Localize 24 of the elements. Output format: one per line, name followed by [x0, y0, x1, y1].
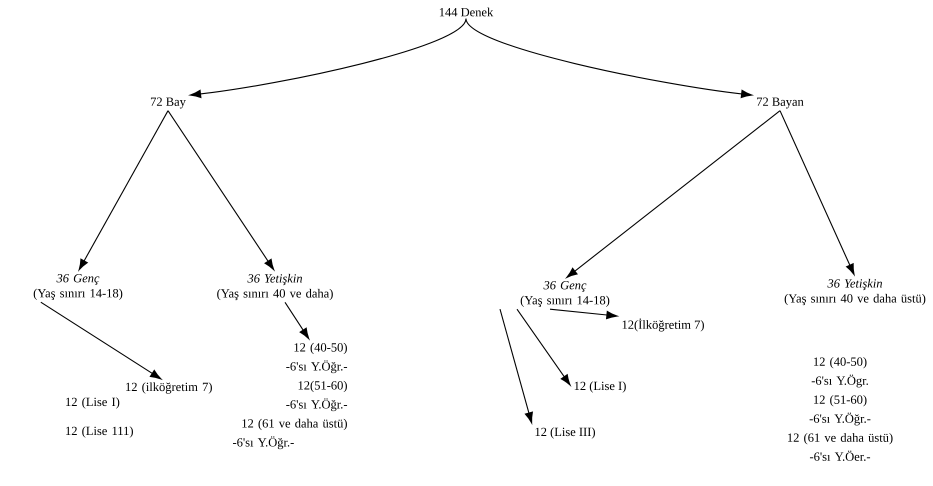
node-text: 72 Bay [150, 98, 186, 108]
node-text: 12(İlköğretim 7) [622, 318, 704, 332]
arrow [168, 110, 274, 270]
group-list: 12 (ilköğretim 7) 12 (Lise I) 12 (Lise 111) [66, 382, 212, 438]
arrow [550, 308, 618, 320]
group-label: 36 Yetişkin (Yaş sınırı 40 ve daha) [217, 274, 333, 300]
arrow [780, 110, 855, 275]
group-list: 12 (40-50) -6'sı Y.Öğr.- 12(51-60) -6'sı Y.Öğr.- 12 (61 ve daha üstü) -6'sı Y.Öğr.- [232, 342, 348, 450]
arrow [78, 110, 168, 270]
group-label: 36 Genç (Yaş sınırı 14-18) [34, 274, 122, 300]
node-text: 12 (Lise III) [536, 427, 595, 439]
arrow [190, 18, 466, 98]
arrow [566, 110, 780, 278]
arrow [499, 309, 533, 424]
arrow [516, 308, 571, 386]
group-label: 36 Yetişkin (Yaş sınırı 40 ve daha üstü) [784, 278, 926, 306]
arrow [284, 302, 310, 340]
node-text: 144 Denek [440, 8, 494, 16]
group-label: 36 Genç (Yaş sınırı 14-18) [520, 281, 610, 307]
arrow [466, 18, 752, 98]
node-text: 72 Bayan [757, 98, 804, 108]
node-text: 12 (Lise I) [574, 381, 626, 393]
arrow [40, 302, 162, 380]
group-list: 12 (40-50) -6'sı Y.Ögr. 12 (51-60) -6'sı Y.Öğr.- 12 (61 ve daha üstü) -6'sı Y.Öer.- [788, 357, 893, 461]
